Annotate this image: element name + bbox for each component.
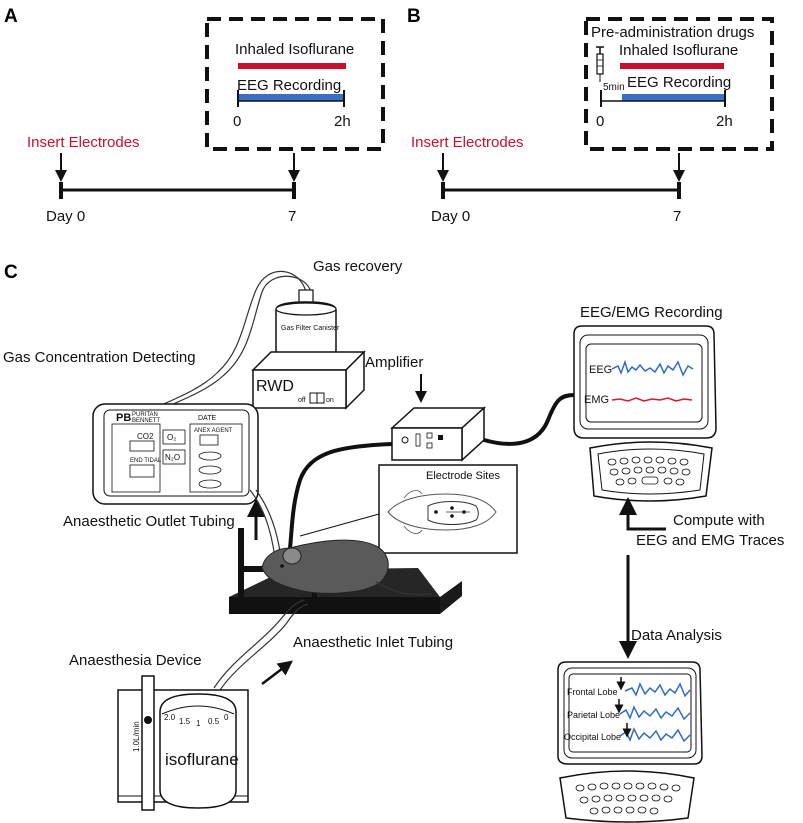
electrode-dot — [450, 514, 454, 518]
amplifier-to-mouse-cable — [288, 442, 393, 549]
dial-mark-0: 0 — [224, 713, 229, 722]
rwd-pump-box: RWD off on — [251, 350, 366, 410]
compute-feedback-arrow — [619, 497, 666, 531]
monitor-end-tidal-label: END TIDAL — [130, 458, 162, 464]
amplifier-box — [390, 406, 486, 462]
rwd-off-label: off — [298, 397, 306, 404]
monitor-puritan-label: PURITAN — [132, 412, 158, 418]
panel-b-label: B — [407, 6, 421, 27]
dial-mark-0-5: 0.5 — [208, 717, 220, 726]
data-analysis-label: Data Analysis — [631, 627, 722, 644]
emg-trace — [611, 397, 693, 402]
inlet-tubing — [213, 599, 305, 689]
panel-a-insert-electrodes: Insert Electrodes — [27, 134, 140, 151]
electrode-sites-panel: Electrode Sites — [378, 464, 518, 554]
monitor-eeg-label: EEG — [589, 364, 612, 376]
panel-b-isoflurane-bar — [620, 63, 724, 69]
parietal-lobe-label: Parietal Lobe — [567, 710, 620, 720]
amplifier-to-monitor-cable — [483, 393, 576, 446]
anaesthesia-vaporizer: 1.0L/min 2.0 1.5 1 0.5 0 isoflurane — [117, 675, 249, 811]
analysis-computer: Frontal Lobe Parietal Lobe Occipital Lob… — [557, 661, 703, 823]
eeg-emg-recording-label: EEG/EMG Recording — [580, 304, 723, 321]
eeg-trace — [611, 359, 694, 377]
panel-b-time-0: 0 — [596, 113, 604, 130]
dial-mark-2-0: 2.0 — [164, 713, 176, 722]
panel-a: A Inhaled Isoflurane EEG Recording 0 2h … — [4, 6, 385, 225]
dial-mark-1: 1 — [196, 719, 201, 728]
compute-line1: Compute with — [673, 512, 765, 529]
anaesthesia-device-label: Anaesthesia Device — [69, 652, 202, 669]
isoflurane-bottle-label: isoflurane — [165, 750, 239, 769]
panel-c-label: C — [4, 262, 18, 283]
recording-computer: EEG EMG — [573, 325, 717, 502]
panel-a-label: A — [4, 6, 18, 27]
monitor-pb-label: PB — [116, 412, 131, 424]
electrode-sites-label: Electrode Sites — [426, 470, 500, 482]
outlet-tubing-label: Anaesthetic Outlet Tubing — [63, 513, 235, 530]
electrode-dot — [434, 510, 438, 514]
occipital-lobe-label: Occipital Lobe — [564, 732, 621, 742]
panel-b: B Pre-administration drugs Inhaled Isofl… — [407, 6, 774, 225]
panel-b-day7: 7 — [673, 208, 681, 225]
panel-b-pre-admin-label: Pre-administration drugs — [591, 24, 754, 41]
panel-a-isoflurane-bar — [238, 63, 346, 69]
monitor-anex-agent-label: ANEX AGENT — [194, 428, 233, 434]
panel-a-inhaled-label: Inhaled Isoflurane — [235, 41, 354, 58]
panel-b-day0: Day 0 — [431, 208, 470, 225]
panel-b-insert-electrodes: Insert Electrodes — [411, 134, 524, 151]
panel-a-time-2h: 2h — [334, 113, 351, 130]
monitor-o2-label: O₂ — [167, 433, 176, 442]
panel-a-eeg-bar — [238, 94, 344, 101]
gas-recovery-label: Gas recovery — [313, 258, 403, 275]
mouse-body — [261, 539, 433, 596]
frontal-lobe-label: Frontal Lobe — [567, 687, 618, 697]
panel-b-five-min: 5min — [603, 82, 625, 93]
panel-a-day0: Day 0 — [46, 208, 85, 225]
panel-c: C Gas recovery Gas Filter Canister RWD o… — [3, 258, 784, 823]
panel-b-time-2h: 2h — [716, 113, 733, 130]
flow-rate-label: 1.0L/min — [132, 721, 141, 752]
gas-concentration-label: Gas Concentration Detecting — [3, 349, 196, 366]
panel-b-eeg-label: EEG Recording — [627, 74, 731, 91]
gas-recovery-tubing — [149, 270, 307, 411]
rwd-label: RWD — [256, 378, 294, 395]
rwd-on-label: on — [326, 397, 334, 404]
electrode-dot — [450, 506, 454, 510]
gas-monitor: PB PURITAN BENNETT DATE CO2 END TIDAL O₂… — [92, 403, 259, 505]
monitor-date-label: DATE — [198, 415, 216, 422]
gas-filter-label: Gas Filter Canister — [281, 325, 340, 332]
monitor-co2-label: CO2 — [137, 432, 154, 441]
panel-b-inhaled-label: Inhaled Isoflurane — [619, 42, 738, 59]
monitor-bennett-label: BENNETT — [132, 418, 160, 424]
panel-a-time-0: 0 — [233, 113, 241, 130]
panel-a-dashed-box — [205, 17, 385, 151]
panel-b-eeg-bar — [622, 94, 725, 101]
panel-b-dashed-box — [584, 17, 774, 151]
keyboard-keys — [607, 456, 691, 486]
panel-a-day7: 7 — [288, 208, 296, 225]
inlet-tubing-label: Anaesthetic Inlet Tubing — [293, 634, 453, 651]
analysis-keyboard-keys — [575, 782, 681, 815]
monitor-n2o-label: N₂O — [165, 453, 180, 462]
occipital-trace — [619, 727, 691, 743]
amplifier-label: Amplifier — [365, 354, 423, 371]
syringe-icon — [596, 46, 604, 82]
dial-mark-1-5: 1.5 — [179, 717, 191, 726]
monitor-emg-label: EMG — [584, 394, 609, 406]
compute-line2: EEG and EMG Traces — [636, 532, 784, 549]
parietal-trace — [619, 705, 691, 721]
gas-filter-canister: Gas Filter Canister — [275, 289, 340, 359]
inlet-tubing-arrow — [261, 660, 293, 685]
frontal-trace — [624, 682, 691, 698]
panel-a-eeg-label: EEG Recording — [237, 77, 341, 94]
electrode-sites-pointer — [299, 513, 380, 537]
